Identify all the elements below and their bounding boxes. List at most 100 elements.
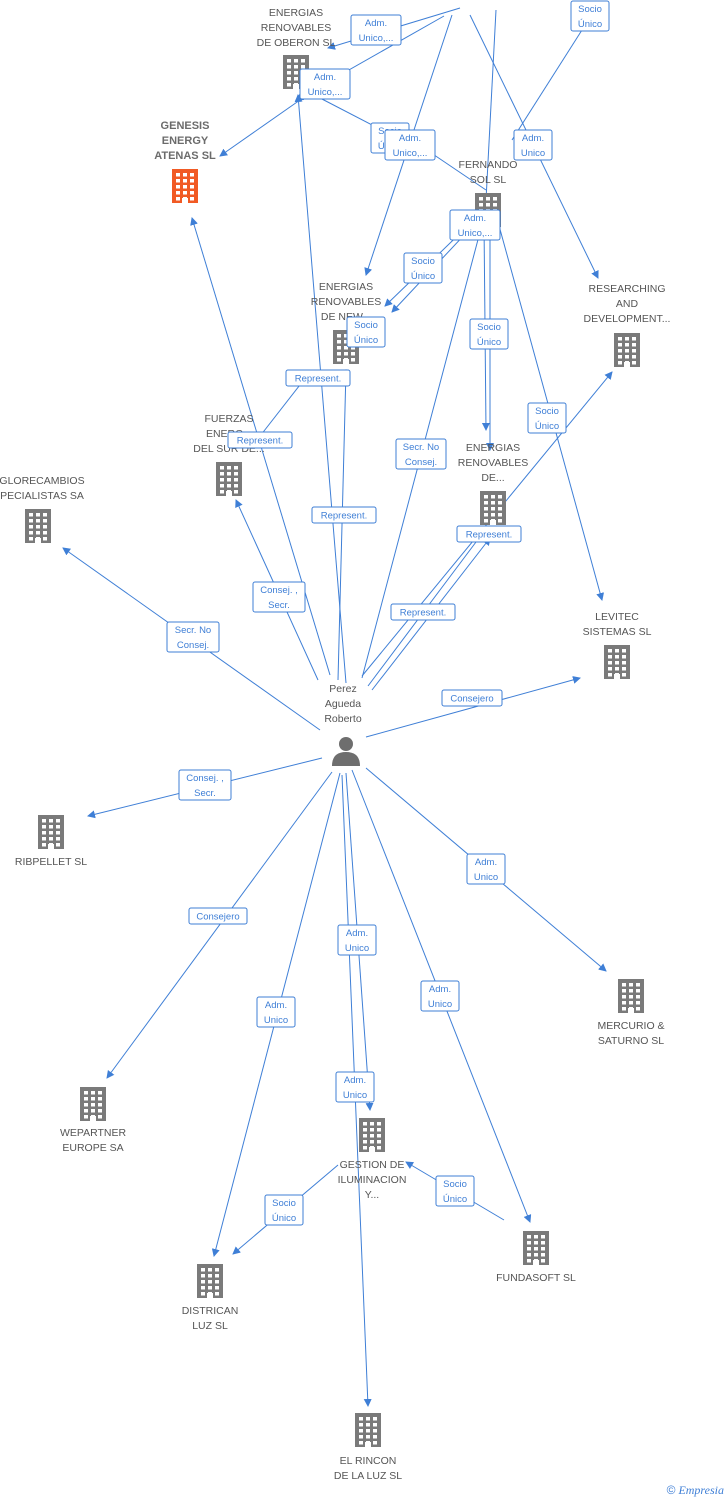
edge-line-16 — [337, 369, 350, 681]
node-erde[interactable]: ENERGIASRENOVABLESDE... — [458, 442, 528, 525]
copyright-symbol: © — [666, 1483, 676, 1497]
node-label-oberon: DE OBERON SL — [257, 37, 336, 49]
node-label-oberon: RENOVABLES — [261, 22, 331, 34]
node-label-glorecambios: GLORECAMBIOS — [0, 475, 85, 487]
edge-label-text: Represent. — [466, 530, 512, 541]
edge-label-2[interactable]: Adm.Unico,... — [299, 68, 351, 100]
building-icon — [216, 462, 242, 496]
node-label-rincon: EL RINCON — [340, 1455, 397, 1467]
person-icon[interactable] — [332, 737, 360, 766]
edge-label-text: Unico,... — [308, 87, 343, 98]
node-wepartner[interactable]: WEPARTNER EUROPE SA — [60, 1087, 127, 1154]
edge-label-text: Consej. — [405, 457, 437, 468]
node-label-wepartner: EUROPE SA — [62, 1142, 123, 1154]
edge-label-text: Represent. — [295, 374, 341, 385]
edge-label-text: Unico,... — [359, 33, 394, 44]
edge-label-5[interactable]: Adm. Unico — [513, 129, 553, 161]
edge-label-24[interactable]: Adm. Unico — [256, 996, 296, 1028]
edge-label-text: Socio — [477, 322, 501, 333]
edge-label-4[interactable]: Adm.Unico,... — [384, 129, 436, 161]
edge-label-25[interactable]: Adm.Unico — [420, 980, 460, 1012]
node-label-erde: ENERGIAS — [466, 442, 520, 454]
node-label-mercurio: MERCURIO & — [597, 1020, 664, 1032]
building-icon — [359, 1118, 385, 1152]
edge-label-6[interactable]: Adm.Unico,... — [449, 209, 501, 241]
building-icon — [355, 1413, 381, 1447]
edge-label-text: Unico — [343, 1090, 367, 1101]
edge-label-19[interactable]: Consejero — [441, 689, 503, 707]
edge-label-text: Unico — [521, 148, 545, 159]
edge-label-text: Unico — [345, 943, 369, 954]
edge-label-0[interactable]: Adm.Unico,... — [350, 14, 402, 46]
node-gestion[interactable]: GESTION DEILUMINACIONY... — [338, 1118, 407, 1201]
building-icon — [604, 645, 630, 679]
footer-brand[interactable]: ©Empresia — [667, 1483, 724, 1498]
edge-label-17[interactable]: Represent. — [390, 603, 456, 621]
edge-label-22[interactable]: Consejero — [188, 907, 248, 925]
edge-label-text: Adm. — [429, 984, 451, 995]
edge-label-text: Socio — [411, 256, 435, 267]
edge-label-text: Único — [443, 1194, 467, 1205]
edge-label-14[interactable]: Represent. — [311, 506, 377, 524]
edge-label-text: Único — [411, 271, 435, 282]
edge-label-text: Único — [578, 19, 602, 30]
brand-name: Empresia — [678, 1483, 724, 1497]
edge-label-text: Adm. — [265, 1000, 287, 1011]
edge-line-4 — [511, 29, 583, 141]
graph-nodes: ENERGIAS RENOVABLES DE OBERON SL GENESISENE… — [0, 7, 670, 1482]
edge-label-21[interactable]: Adm.Unico — [466, 853, 506, 885]
node-label-levitec: LEVITEC — [595, 611, 639, 623]
node-rincon[interactable]: EL RINCON DE LA LUZ SL — [334, 1413, 402, 1482]
node-researching[interactable]: RESEARCHINGANDDEVELOPMENT... — [584, 283, 671, 367]
edge-label-text: Consejero — [196, 912, 239, 923]
edge-label-text: Adm. — [346, 928, 368, 939]
edge-label-text: Consej. , — [260, 585, 298, 596]
node-mercurio[interactable]: MERCURIO &SATURNO SL — [597, 979, 665, 1047]
node-label-ribpellet: RIBPELLET SL — [15, 856, 87, 868]
edge-label-11[interactable]: Represent. — [227, 431, 293, 449]
edge-line-5 — [219, 99, 301, 157]
edge-label-15[interactable]: Represent. — [456, 525, 522, 543]
edge-label-23[interactable]: Adm. Unico — [337, 924, 377, 956]
node-ribpellet[interactable]: RIBPELLET SL — [15, 815, 87, 868]
node-label-person: Perez — [329, 683, 356, 695]
node-label-new: RENOVABLES — [311, 296, 381, 308]
node-fuerzas[interactable]: FUERZASENERG...DEL SUR DE... — [193, 413, 265, 496]
node-label-gestion: GESTION DE — [340, 1159, 405, 1171]
node-label-districan: DISTRICAN — [182, 1305, 239, 1317]
edge-label-text: Único — [535, 421, 559, 432]
node-label-erde: DE... — [481, 472, 504, 484]
edge-label-10[interactable]: Represent. — [285, 369, 351, 387]
node-label-person: Roberto — [324, 713, 362, 725]
node-label-wepartner: WEPARTNER — [60, 1127, 127, 1139]
building-icon — [172, 169, 198, 203]
edge-label-text: Único — [354, 335, 378, 346]
edge-label-text: Unico,... — [393, 148, 428, 159]
node-label-rincon: DE LA LUZ SL — [334, 1470, 402, 1482]
edge-label-text: Adm. — [522, 133, 544, 144]
node-label-fernando: FERNANDO — [459, 159, 518, 171]
edge-label-20[interactable]: Consej. ,Secr. — [178, 769, 232, 801]
edge-label-text: Consejero — [450, 694, 493, 705]
edge-label-16[interactable]: Consej. ,Secr. — [252, 581, 306, 613]
node-fundasoft[interactable]: FUNDASOFT SL — [496, 1231, 576, 1284]
edge-label-text: Unico — [264, 1015, 288, 1026]
node-label-new: ENERGIAS — [319, 281, 373, 293]
node-label-researching: DEVELOPMENT... — [584, 313, 671, 325]
edge-label-26[interactable]: Adm.Unico — [335, 1071, 375, 1103]
edge-label-text: Unico,... — [458, 228, 493, 239]
